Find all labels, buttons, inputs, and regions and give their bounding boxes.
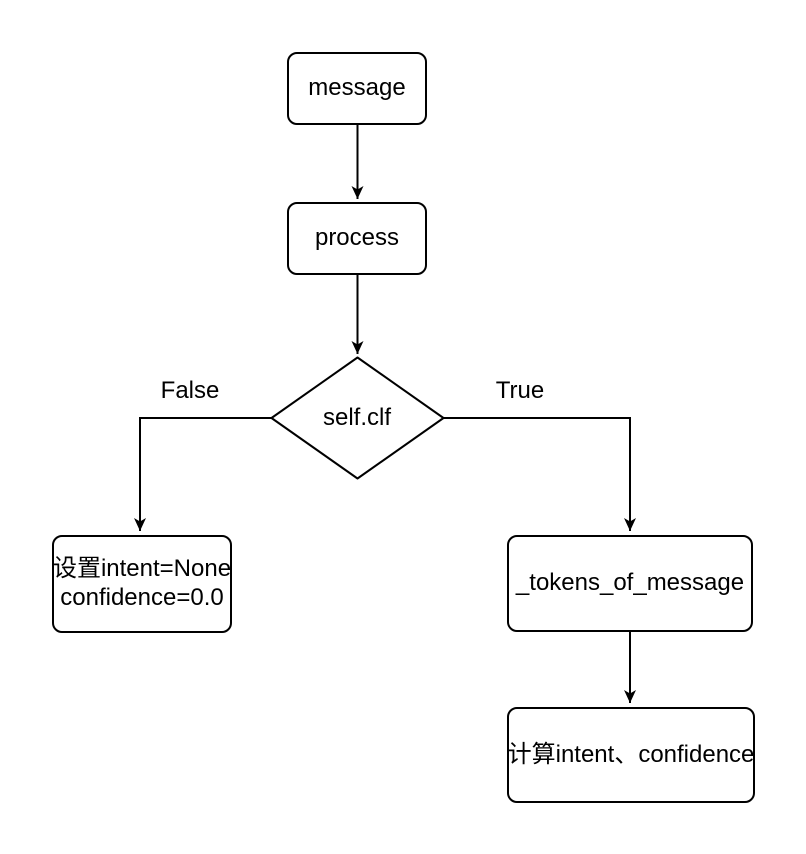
node-compute-label: 计算intent、confidence [507, 740, 755, 768]
flowchart-node-message: message [287, 52, 427, 125]
edge-label-true: True [493, 377, 547, 405]
edge-false-to-set-defaults [134, 417, 272, 531]
decision-diamond-label: self.clf [321, 404, 393, 432]
node-decision-label: self.clf [322, 404, 392, 431]
true-branch-label: True [495, 377, 545, 404]
flowchart-node-tokenize: _tokens_of_message [507, 535, 753, 632]
decision-diamond-shape [270, 356, 445, 480]
node-message-label: message [308, 74, 406, 102]
node-tokenize-label: _tokens_of_message [515, 569, 745, 597]
flowchart-node-process: process [287, 202, 427, 275]
node-set-defaults-line1: 设置intent=None [52, 555, 232, 583]
flowchart-node-set-defaults: 设置intent=None confidence=0.0 [52, 535, 232, 633]
node-process-label: process [314, 224, 400, 252]
node-set-defaults-line2: confidence=0.0 [60, 584, 224, 611]
edge-label-false: False [158, 377, 222, 405]
flowchart-node-compute: 计算intent、confidence [507, 707, 755, 803]
false-branch-label: False [160, 377, 220, 404]
edge-true-to-tokenize [443, 417, 636, 531]
